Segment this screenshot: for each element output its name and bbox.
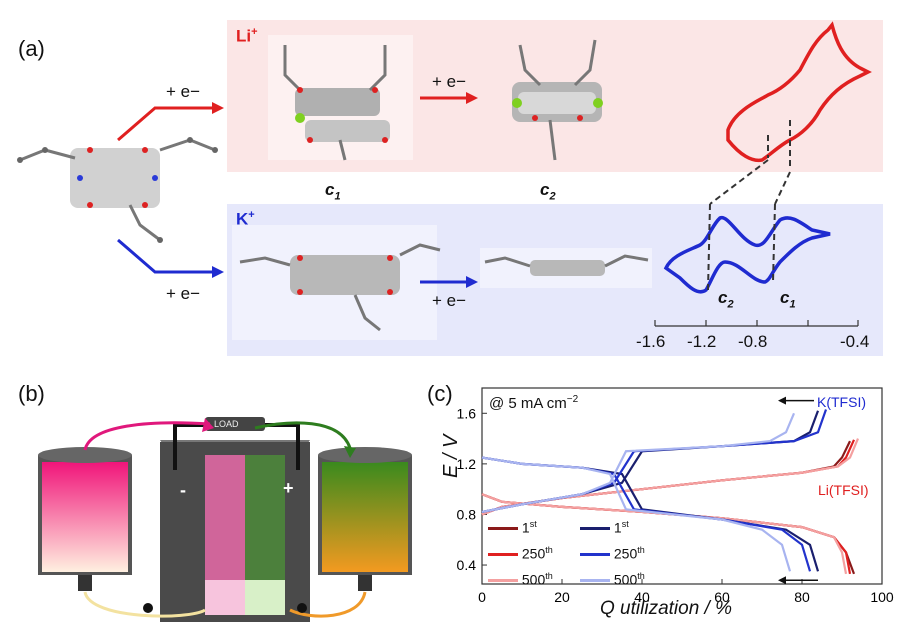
y-tick-label: 1.2 <box>457 456 477 472</box>
li-electron-label-2: + e− <box>432 72 467 91</box>
x-tick-label: 60 <box>714 589 730 605</box>
legend: 1st 250th 500th 1st 250th 500th <box>488 519 668 603</box>
panel-b-letter: (b) <box>18 381 45 406</box>
y-axis-title: E / V <box>440 434 462 478</box>
c1-label-molecule: c1 <box>325 180 341 203</box>
legend-k-3: 500th <box>580 571 645 588</box>
cv-tick-label: -0.8 <box>738 332 768 351</box>
series-ktfsi-250th-charge <box>481 409 828 514</box>
molecule-li-c1 <box>268 35 413 161</box>
k-arrow-2 <box>420 276 478 288</box>
plot-frame <box>481 387 883 585</box>
li-arrow-main <box>117 102 224 142</box>
cv-k-curve <box>663 216 831 294</box>
load-label: LOAD <box>214 419 239 429</box>
central-cell <box>160 440 310 622</box>
anolyte-tank <box>38 447 132 591</box>
x-tick-label: 20 <box>554 589 570 605</box>
x-tick-label: 40 <box>634 589 650 605</box>
cv-dashed-links <box>707 120 791 291</box>
cv-tick-label: -1.6 <box>636 332 666 351</box>
c2-label-molecule: c2 <box>540 180 556 203</box>
k-arrow-main <box>117 238 224 278</box>
legend-li-1: 1st <box>488 519 537 536</box>
cv-li-curve <box>726 21 872 163</box>
load-box <box>205 417 265 431</box>
li-tfsi-tag: Li(TFSI) <box>818 482 869 498</box>
cell-plus-label: + <box>283 478 294 498</box>
legend-k-2: 250th <box>580 545 645 562</box>
series-litfsi-1st-charge <box>481 440 851 516</box>
li-electron-label-1: + e− <box>166 82 201 101</box>
panel-c-letter: (c) <box>427 381 453 406</box>
panel-a-letter: (a) <box>18 36 45 61</box>
k-tfsi-tag: K(TFSI) <box>817 394 866 410</box>
panel-a-graphics <box>17 21 872 340</box>
series-ktfsi-1st-charge <box>481 410 820 514</box>
molecule-k-c2 <box>480 248 652 288</box>
cv-tick-label: -0.4 <box>840 332 870 351</box>
series-ktfsi-500th-discharge <box>481 456 792 572</box>
x-axis-title: Q utilization / % <box>600 598 732 619</box>
k-electron-label-2: + e− <box>432 291 467 310</box>
li-arrowhead <box>778 576 786 585</box>
y-tick-label: 0.8 <box>457 506 477 522</box>
k-arrowhead <box>778 396 786 405</box>
series-ktfsi-500th-charge <box>481 412 796 514</box>
x-tick-label: 100 <box>870 589 894 605</box>
x-tick-label: 80 <box>794 589 810 605</box>
series-litfsi-250th-charge <box>481 439 856 516</box>
legend-k-1: 1st <box>580 519 629 536</box>
gcd-chart: 0 20 40 60 80 100 0.4 0.8 1.2 1.6 <box>457 387 894 605</box>
c1-label-cv: c1 <box>780 288 796 311</box>
li-arrow-2 <box>420 92 478 104</box>
cv-axis <box>654 320 859 327</box>
x-tick-label: 0 <box>478 589 486 605</box>
cell-minus-label: - <box>180 480 186 500</box>
y-tick-label: 0.4 <box>457 557 477 573</box>
condition-label: @ 5 mA cm−2 <box>489 394 579 412</box>
cv-tick-label: -1.2 <box>687 332 717 351</box>
catholyte-tank <box>318 447 412 591</box>
k-electron-label-1: + e− <box>166 284 201 303</box>
molecule-initial <box>17 137 218 243</box>
y-tick-label: 1.6 <box>457 405 477 421</box>
legend-li-2: 250th <box>488 545 553 562</box>
legend-li-3: 500th <box>488 571 553 588</box>
c2-label-cv: c2 <box>718 288 734 311</box>
li-ion-label: Li+ <box>236 26 258 46</box>
k-ion-label: K+ <box>236 209 255 229</box>
panel-b-flow-cell <box>38 417 412 622</box>
molecule-k-c1 <box>232 225 441 340</box>
molecule-li-c2 <box>512 39 603 161</box>
